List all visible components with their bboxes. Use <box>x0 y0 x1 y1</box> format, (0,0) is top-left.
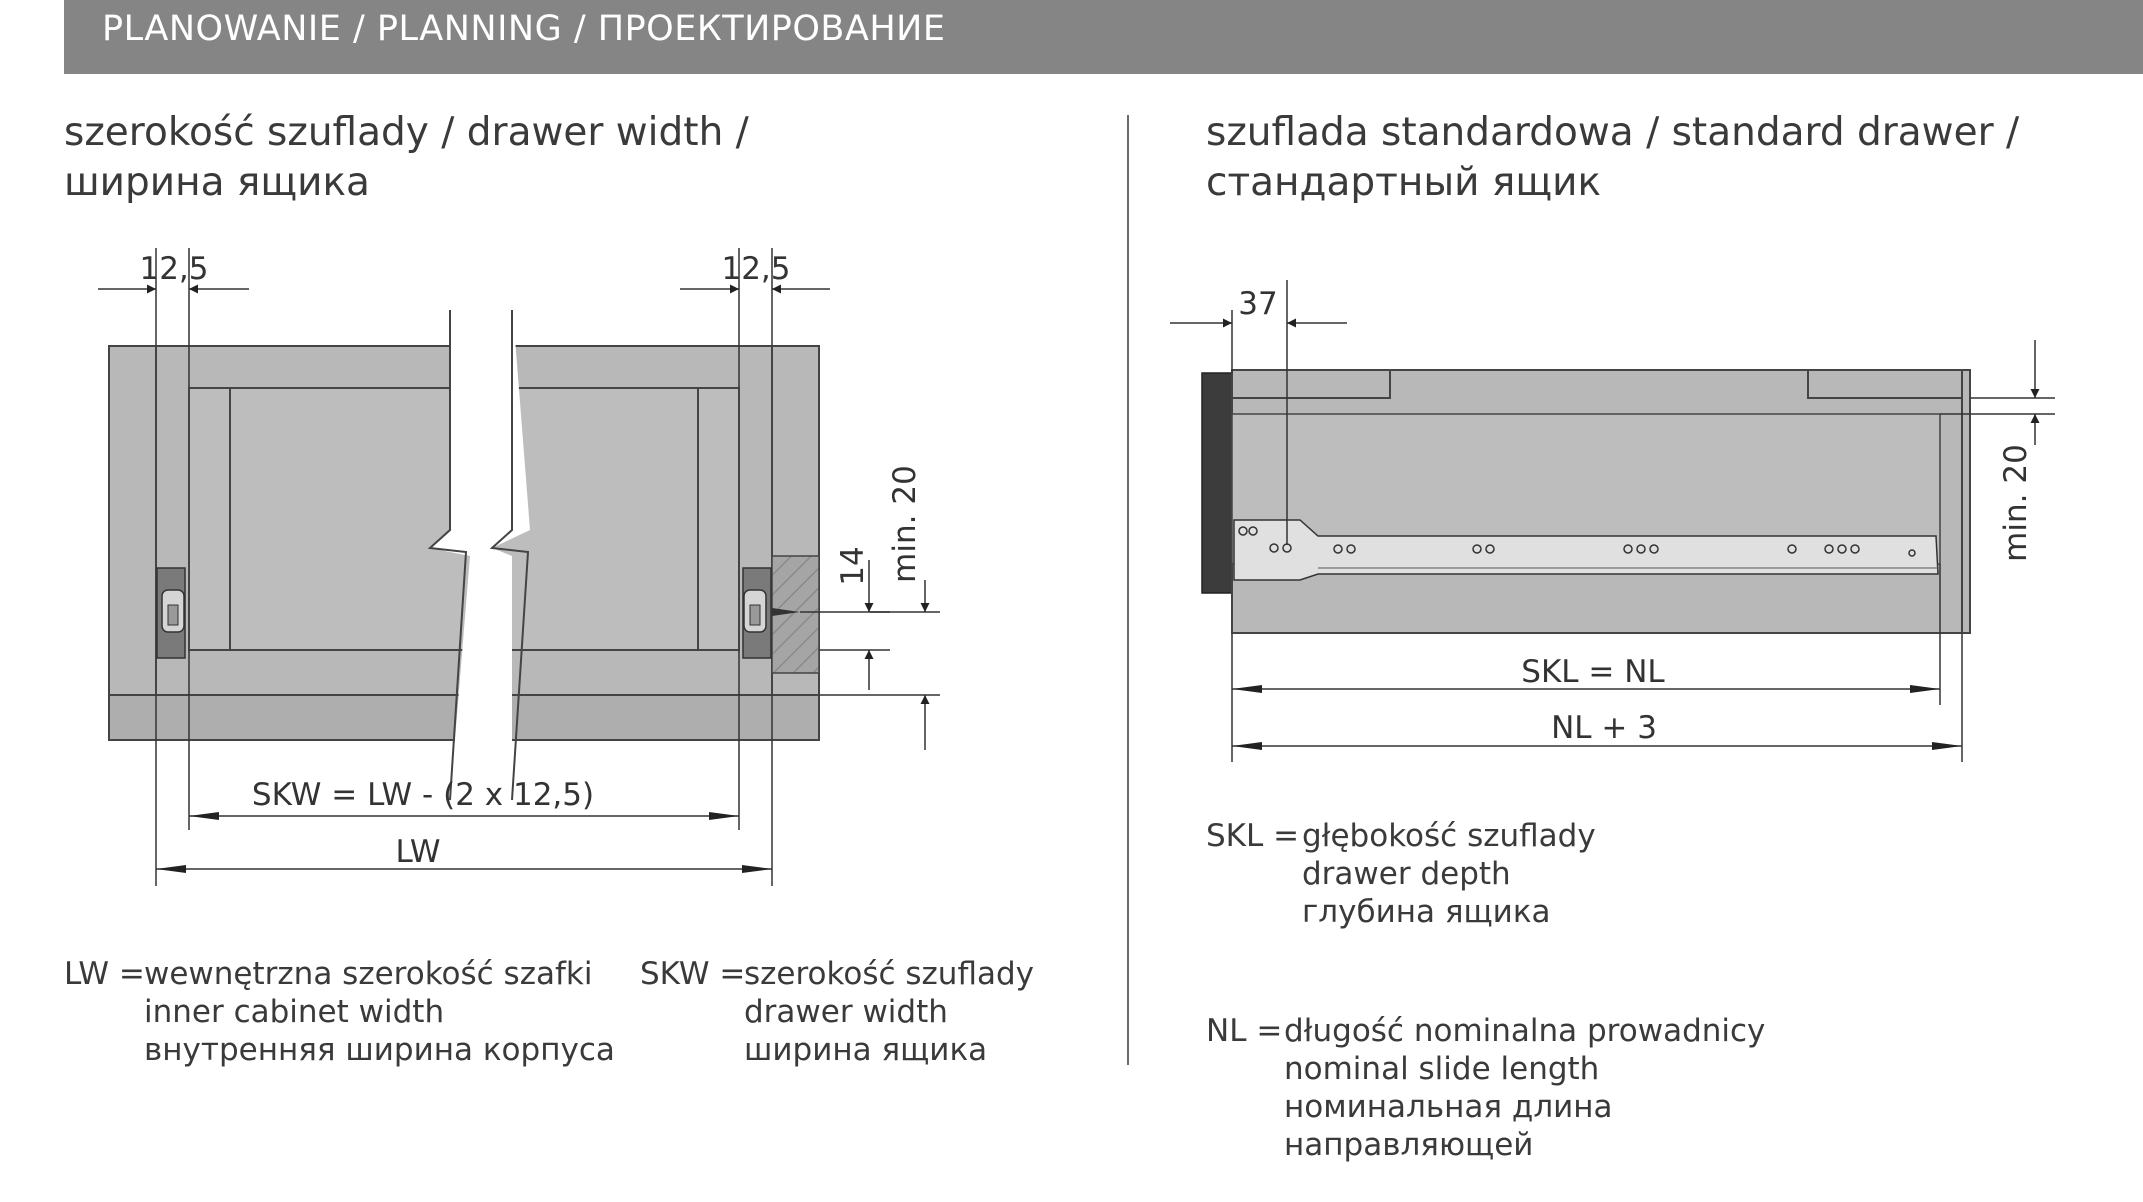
legend-lw: LW = wewnętrzna szerokość szafki inner c… <box>64 955 615 1069</box>
legend-nl-line: номинальная длина <box>1284 1089 1613 1125</box>
legend-nl: NL = długość nominalna prowadnicy nomina… <box>1206 1012 1765 1164</box>
left-title-line1: szerokość szuflady / drawer width / <box>64 110 749 155</box>
right-section-title: szuflada standardowa / standard drawer /… <box>1206 108 2019 208</box>
legend-skl-line: глубина ящика <box>1302 894 1551 930</box>
legend-lw-line: inner cabinet width <box>144 994 445 1030</box>
drawer-width-diagram: 12,5 12,5 SKW = LW - (2 x 12,5) LW 14 mi… <box>98 248 940 886</box>
legend-skw-term: SKW = <box>640 956 746 992</box>
legend-lw-line: wewnętrzna szerokość szafki <box>144 956 593 992</box>
page-title: PLANOWANIE / PLANNING / ПРОЕКТИРОВАНИЕ <box>102 9 946 49</box>
legend-nl-line: направляющей <box>1284 1127 1534 1163</box>
dim-skl-nl: SKL = NL <box>1521 654 1665 690</box>
dim-min20-left: min. 20 <box>887 465 923 583</box>
section-divider <box>1127 115 1129 1065</box>
legend-skl: SKL = głębokość szuflady drawer depth гл… <box>1206 817 1596 931</box>
drawer-front <box>1201 372 1233 594</box>
legend-skl-line: głębokość szuflady <box>1302 818 1596 854</box>
legend-lw-term: LW = <box>64 956 145 992</box>
left-section-title: szerokość szuflady / drawer width / шири… <box>64 108 749 208</box>
header-bar: PLANOWANIE / PLANNING / ПРОЕКТИРОВАНИЕ <box>64 0 2143 74</box>
legend-skw-line: ширина ящика <box>744 1032 988 1068</box>
right-title-line2: стандартный ящик <box>1206 160 1602 205</box>
dim-lw: LW <box>395 834 440 870</box>
legend-nl-term: NL = <box>1206 1013 1283 1049</box>
right-title-line1: szuflada standardowa / standard drawer / <box>1206 110 2020 155</box>
slide-left-mechanism <box>156 567 186 659</box>
legend-skl-term: SKL = <box>1206 818 1300 854</box>
legend-nl-line: nominal slide length <box>1284 1051 1600 1087</box>
legend-lw-line: внутренняя ширина корпуса <box>144 1032 615 1068</box>
dim-14: 14 <box>835 546 871 585</box>
dim-skw-formula: SKW = LW - (2 x 12,5) <box>252 777 594 813</box>
dim-nl3: NL + 3 <box>1551 710 1657 746</box>
legend-nl-line: długość nominalna prowadnicy <box>1284 1013 1766 1049</box>
dim-37: 37 <box>1238 286 1277 322</box>
left-title-line2: ширина ящика <box>64 160 370 205</box>
legend-skw-line: drawer width <box>744 994 948 1030</box>
dim-gap-right: 12,5 <box>721 251 790 287</box>
slide-right-mechanism <box>742 567 800 659</box>
standard-drawer-diagram: 37 min. 20 SKL = NL NL + 3 <box>1170 280 2055 762</box>
legend-skw-line: szerokość szuflady <box>744 956 1035 992</box>
legend-skl-line: drawer depth <box>1302 856 1511 892</box>
dim-gap-left: 12,5 <box>139 251 208 287</box>
dim-min20-right: min. 20 <box>1998 444 2034 562</box>
legend-skw: SKW = szerokość szuflady drawer width ши… <box>640 955 1034 1069</box>
slide-rail <box>1233 519 1939 581</box>
